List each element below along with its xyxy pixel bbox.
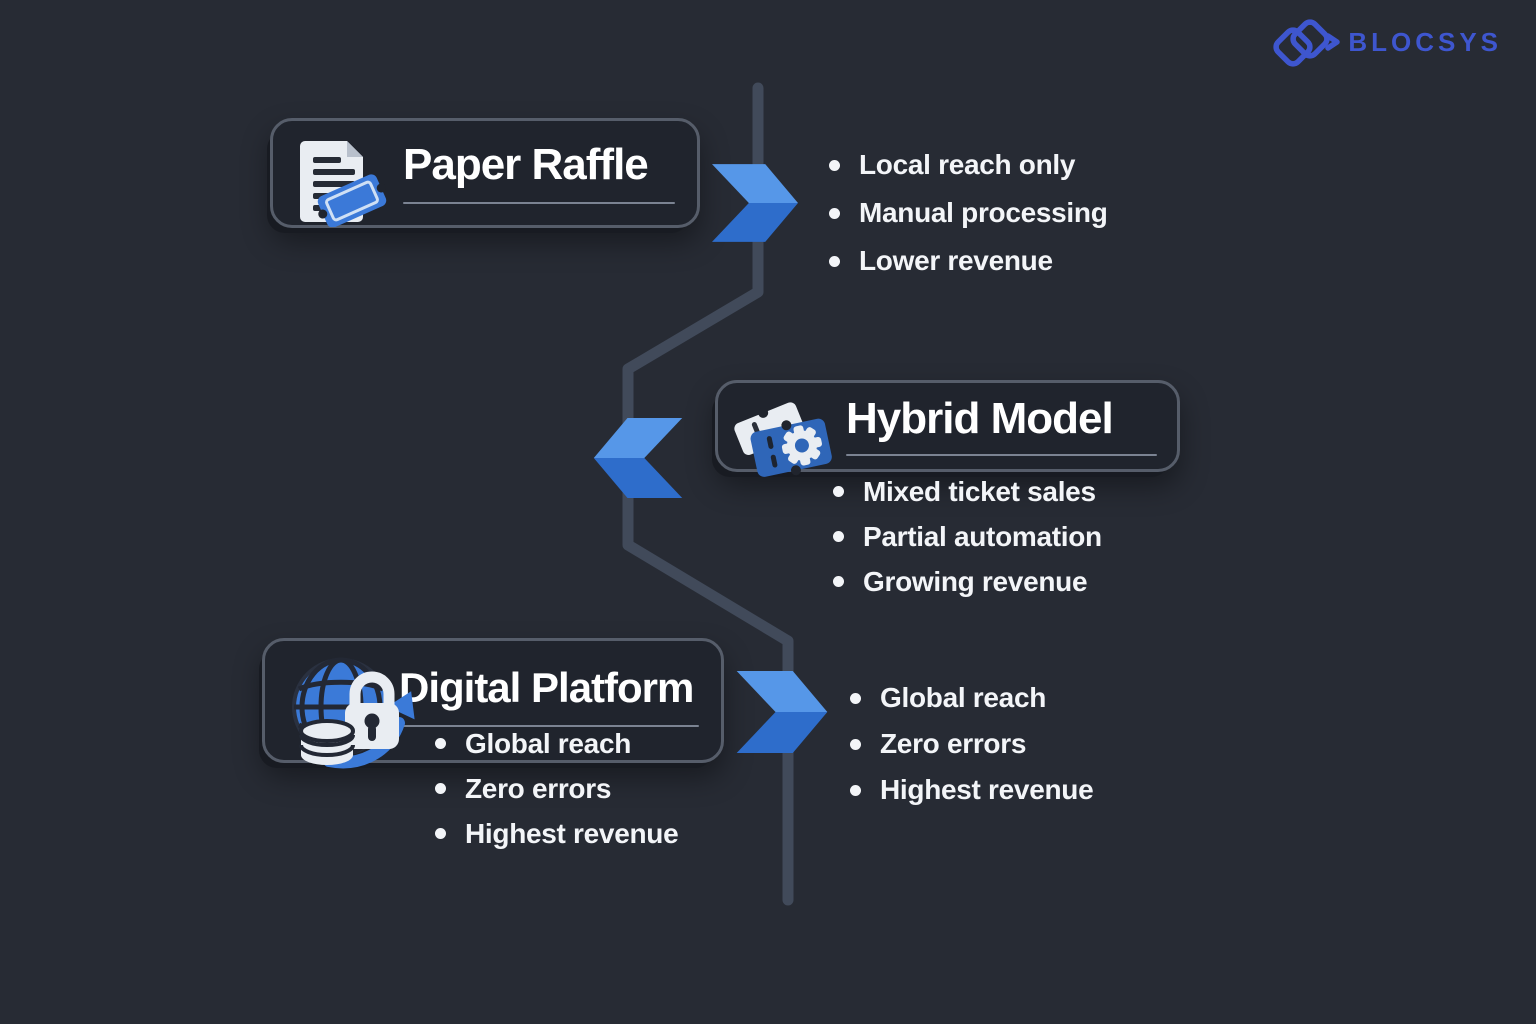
title-underline xyxy=(403,202,675,205)
stage-title: Digital Platform xyxy=(399,664,694,712)
bullet-item: Global reach xyxy=(850,675,1093,721)
bullet-item: Partial automation xyxy=(833,514,1102,559)
document-ticket-icon xyxy=(300,141,387,227)
digital-platform-bullet-list-right: Global reach Zero errors Highest revenue xyxy=(850,675,1094,813)
stage-title: Paper Raffle xyxy=(403,139,649,189)
bullet-item: Highest revenue xyxy=(850,767,1094,813)
brand-name: BLOCSYS xyxy=(1348,26,1502,57)
tickets-gear-icon xyxy=(734,402,832,477)
stage-title: Hybrid Model xyxy=(846,393,1114,443)
title-underline xyxy=(846,454,1157,457)
blocsys-diamonds-icon xyxy=(1273,19,1341,67)
bullet-item: Manual processing xyxy=(829,189,1108,237)
stage-card-paper-raffle: Paper Raffle xyxy=(270,118,700,228)
bullet-item: Lower revenue xyxy=(829,237,1108,285)
flow-arrow-left-icon xyxy=(593,418,683,498)
bullet-item: Zero errors xyxy=(435,766,678,811)
stage-card-hybrid-model: Hybrid Model xyxy=(715,380,1180,477)
flow-arrow-right-icon xyxy=(736,671,828,753)
flow-arrow-right-icon xyxy=(712,164,798,242)
bullet-item: Local reach only xyxy=(829,141,1108,189)
bullet-item: Mixed ticket sales xyxy=(833,469,1102,514)
paper-raffle-bullet-list: Local reach only Manual processing Lower… xyxy=(829,141,1108,285)
hybrid-model-bullet-list: Mixed ticket sales Partial automation Gr… xyxy=(833,469,1102,604)
bullet-item: Zero errors xyxy=(850,721,1093,767)
bullet-item: Highest revenue xyxy=(435,811,679,856)
globe-lock-icon xyxy=(292,657,415,769)
bullet-item: Global reach xyxy=(435,721,678,766)
bullet-item: Growing revenue xyxy=(833,559,1102,604)
digital-platform-bullet-list: Global reach Zero errors Highest revenue xyxy=(435,721,679,856)
brand-logo: BLOCSYS xyxy=(1270,16,1502,68)
